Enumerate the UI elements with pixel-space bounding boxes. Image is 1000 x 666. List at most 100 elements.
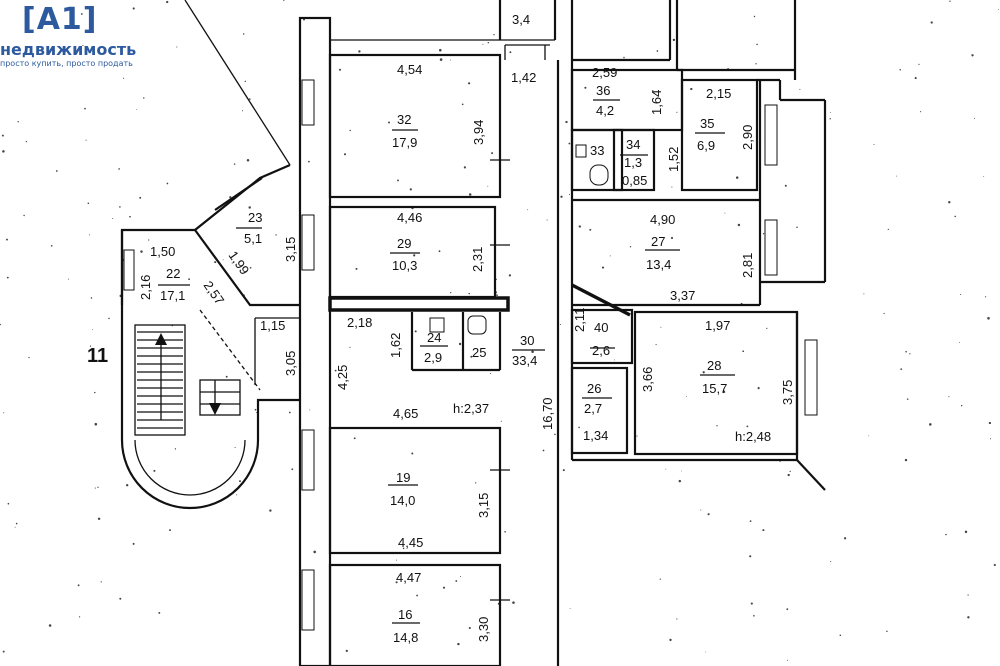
- scan-speck: [460, 576, 461, 578]
- scan-speck: [2, 650, 5, 653]
- scan-speck: [983, 175, 985, 177]
- scan-speck: [338, 68, 342, 71]
- scan-speck: [843, 537, 847, 540]
- scan-speck: [143, 97, 145, 99]
- scan-speck: [883, 312, 885, 315]
- scan-speck: [468, 193, 472, 196]
- dimension-label: 1,52: [666, 147, 681, 172]
- scan-speck: [960, 293, 962, 296]
- scan-speck: [439, 48, 442, 52]
- scan-speck: [275, 234, 277, 236]
- room-number: 22: [166, 266, 180, 281]
- scan-speck: [868, 435, 870, 437]
- scan-speck: [68, 278, 70, 280]
- scan-speck: [244, 80, 246, 82]
- dimension-label: 3,37: [670, 288, 695, 303]
- room-number: 25: [472, 345, 486, 360]
- scan-speck: [449, 59, 451, 61]
- scan-speck: [343, 153, 347, 156]
- scan-speck: [766, 327, 768, 330]
- scan-speck: [487, 41, 490, 44]
- scan-speck: [756, 43, 758, 46]
- scan-speck: [358, 50, 361, 53]
- scan-speck: [762, 233, 765, 235]
- scan-speck: [468, 292, 470, 295]
- scan-speck: [779, 461, 781, 463]
- scan-speck: [291, 468, 294, 471]
- scan-speck: [509, 51, 512, 54]
- scan-speck: [755, 63, 757, 65]
- scan-speck: [248, 206, 251, 209]
- dimension-label: 2,16: [138, 275, 153, 300]
- dimension-label: 2,11: [572, 308, 587, 332]
- room-number: 26: [587, 381, 601, 396]
- scan-speck: [735, 176, 739, 179]
- room-area: 14,8: [393, 630, 418, 645]
- dimension-label: 2,81: [740, 253, 755, 278]
- scan-speck: [467, 82, 471, 85]
- scan-speck: [542, 449, 545, 452]
- scan-speck: [132, 7, 135, 10]
- scan-speck: [249, 266, 252, 269]
- room-area: 33,4: [512, 353, 537, 368]
- scan-speck: [746, 425, 749, 428]
- room-area: 2,6: [592, 343, 610, 358]
- scan-speck: [0, 323, 1, 326]
- room-area: 2,7: [584, 401, 602, 416]
- scan-speck: [153, 469, 156, 472]
- scan-speck: [82, 44, 84, 47]
- scan-speck: [681, 470, 683, 472]
- scan-speck: [409, 188, 412, 191]
- scan-speck: [489, 373, 491, 374]
- diagonal-line: [184, 0, 291, 166]
- scan-speck: [176, 46, 178, 48]
- scan-speck: [672, 38, 676, 42]
- dimension-label: 4,45: [398, 535, 423, 550]
- scan-speck: [971, 54, 974, 57]
- scan-speck: [904, 458, 908, 462]
- scan-speck: [799, 88, 801, 90]
- room-area: 15,7: [702, 381, 727, 396]
- room-number: 24: [427, 330, 441, 345]
- scan-speck: [416, 594, 419, 597]
- scan-speck: [930, 21, 933, 24]
- room-area: 3,4: [512, 12, 530, 27]
- dimension-label: 4,46: [397, 210, 422, 225]
- scan-speck: [132, 542, 135, 545]
- scan-speck: [188, 278, 191, 281]
- scan-speck: [954, 215, 956, 218]
- scan-speck: [906, 398, 909, 400]
- dimension-label: 3,94: [471, 120, 486, 145]
- scan-speck: [118, 168, 120, 170]
- scan-speck: [388, 121, 390, 124]
- scan-speck: [967, 616, 970, 619]
- dimension-label: 2,15: [706, 86, 731, 101]
- scan-speck: [254, 408, 257, 411]
- scan-speck: [169, 529, 171, 532]
- scan-speck: [246, 158, 250, 162]
- dimension-label: 1,15: [260, 318, 285, 333]
- scan-speck: [512, 601, 515, 604]
- scan-speck: [468, 626, 471, 630]
- scan-speck: [455, 580, 458, 582]
- scan-speck: [686, 395, 688, 397]
- scan-speck: [90, 297, 93, 299]
- scan-speck: [136, 109, 138, 110]
- scan-speck: [623, 56, 625, 59]
- scan-speck: [85, 139, 87, 141]
- scan-speck: [355, 267, 358, 270]
- scan-speck: [100, 581, 102, 583]
- scan-speck: [671, 186, 673, 188]
- room-number: 36: [596, 83, 610, 98]
- scan-speck: [722, 390, 726, 394]
- scan-speck: [234, 446, 236, 449]
- dimension-label: 4,65: [393, 406, 418, 421]
- scan-speck: [789, 470, 791, 473]
- room-area: 4,2: [596, 103, 614, 118]
- room-number: 32: [397, 112, 411, 127]
- floor-label: 11: [87, 345, 108, 367]
- scan-speck: [750, 602, 753, 605]
- dimension-label: 2,59: [592, 65, 617, 80]
- scan-speck: [411, 452, 414, 455]
